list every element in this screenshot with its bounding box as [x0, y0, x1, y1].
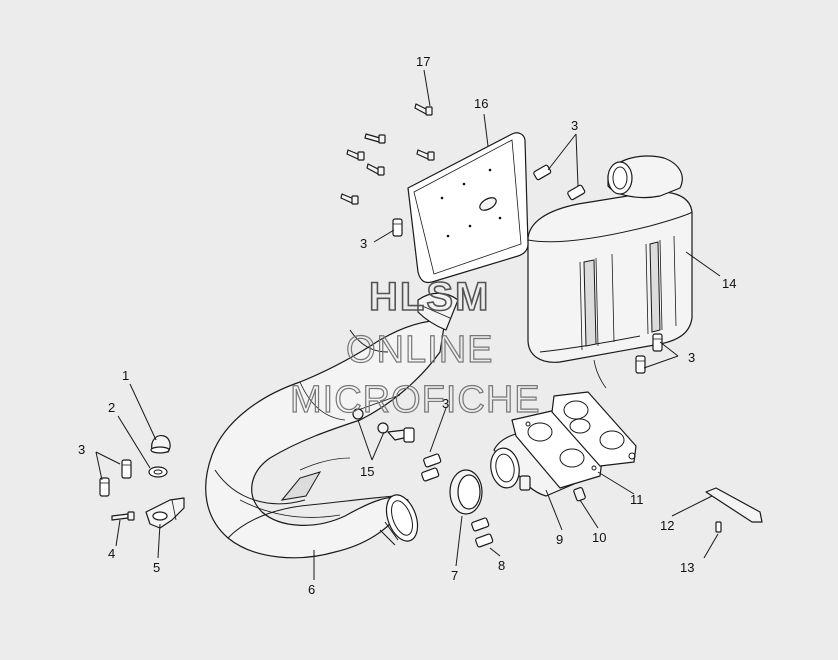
mount-part-3: [99, 164, 663, 497]
callout-3-upper-left: 3: [360, 236, 367, 251]
muffler-part-14: [527, 155, 693, 389]
callout-12: 12: [660, 518, 674, 533]
callout-13: 13: [680, 560, 694, 575]
heat-shield-part-16: [407, 132, 529, 284]
callout-7: 7: [451, 568, 458, 583]
watermark-line-2: ONLINE: [346, 329, 493, 371]
callout-14: 14: [722, 276, 736, 291]
callout-17: 17: [416, 54, 430, 69]
pin-part-13: [715, 521, 722, 533]
exhaust-pipe-part-6: [205, 292, 459, 559]
washer-part-2: [148, 466, 168, 478]
callout-1: 1: [122, 368, 129, 383]
stud-part-15: [387, 427, 415, 443]
callout-10: 10: [592, 530, 606, 545]
callout-labels: 1 2 3 4 5 6 7 8 3 15 9 10 11 12 13 14 3 …: [78, 54, 736, 597]
callout-3: 3: [78, 442, 85, 457]
leader-lines: [95, 69, 721, 580]
callout-3-right: 3: [688, 350, 695, 365]
callout-3-top: 3: [571, 118, 578, 133]
bolt-part-4: [111, 511, 135, 521]
callout-8: 8: [498, 558, 505, 573]
callout-3-center: 3: [442, 396, 449, 411]
callout-6: 6: [308, 582, 315, 597]
watermark: HLSM ONLINE MICROFICHE: [289, 274, 541, 421]
callout-4: 4: [108, 546, 115, 561]
bracket-part-5: [145, 497, 185, 529]
fittings-part-8: [471, 517, 494, 548]
screws-part-17: [340, 103, 435, 205]
clamp-ring-part-7: [449, 469, 483, 515]
plate-part-12: [705, 487, 763, 523]
callout-2: 2: [108, 400, 115, 415]
callout-16: 16: [474, 96, 488, 111]
watermark-line-1: HLSM: [369, 275, 490, 319]
callout-11: 11: [630, 492, 644, 507]
bolt-part-10: [573, 486, 586, 502]
grommet-part-1: [150, 435, 171, 454]
gasket-upper: [551, 391, 637, 467]
callout-9: 9: [556, 532, 563, 547]
callout-5: 5: [153, 560, 160, 575]
callout-15: 15: [360, 464, 374, 479]
watermark-line-3: MICROFICHE: [290, 379, 541, 421]
